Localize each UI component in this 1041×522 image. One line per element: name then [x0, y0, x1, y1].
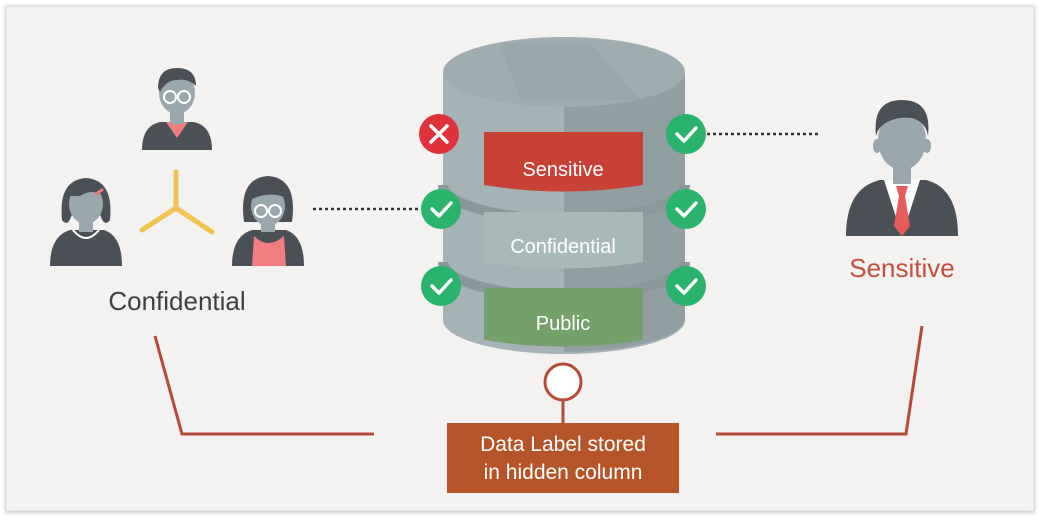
- left-label-connector: [153, 335, 374, 436]
- check-icon: [666, 266, 706, 306]
- user-glasses-man-icon: [142, 68, 212, 150]
- share-triad-icon: [139, 169, 215, 235]
- layer-public-label: Public: [536, 313, 590, 335]
- x-icon: [419, 114, 459, 154]
- data-label-box: [447, 423, 679, 493]
- right-user-label: Sensitive: [849, 253, 955, 283]
- check-icon: [421, 189, 461, 229]
- hidden-column-node: [543, 362, 583, 402]
- user-woman-icon: [50, 178, 122, 266]
- check-icon: [666, 114, 706, 154]
- check-icon: [421, 266, 461, 306]
- user-woman-glasses-icon: [232, 176, 304, 266]
- layer-public: [484, 288, 643, 347]
- right-label-connector: [716, 325, 924, 436]
- left-group-label: Confidential: [108, 286, 245, 316]
- layer-sensitive-label: Sensitive: [522, 159, 603, 181]
- check-icon: [666, 189, 706, 229]
- data-label-line1: Data Label stored: [480, 433, 646, 456]
- user-businessman-icon: [846, 100, 958, 236]
- layer-confidential-label: Confidential: [510, 236, 616, 258]
- layer-confidential: [484, 212, 643, 269]
- data-label-line2: in hidden column: [484, 461, 643, 484]
- layer-sensitive: [484, 132, 643, 192]
